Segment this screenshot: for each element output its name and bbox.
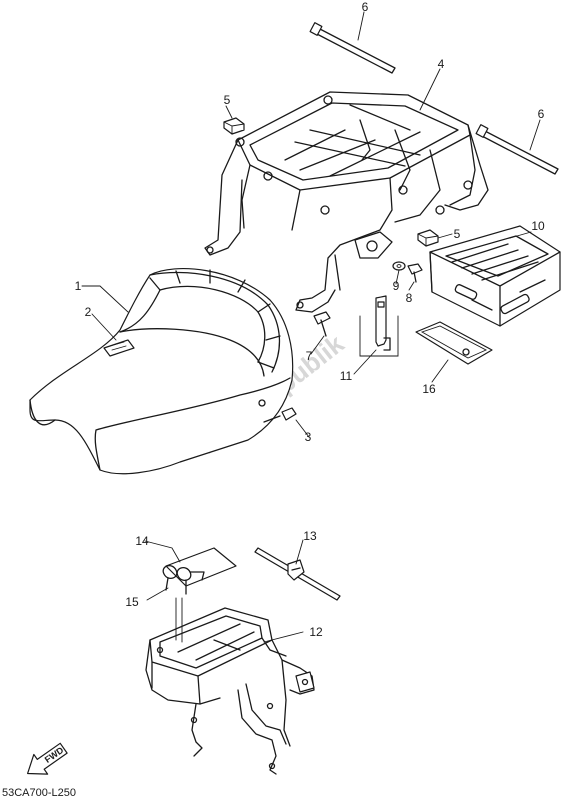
washer-9[interactable]: [392, 261, 406, 271]
callout-12: 12: [309, 625, 323, 639]
callout-6-top: 6: [362, 0, 369, 14]
callout-10: 10: [531, 219, 545, 233]
spring-15[interactable]: [162, 564, 205, 595]
callout-3: 3: [305, 430, 312, 444]
plate-16[interactable]: [415, 321, 493, 365]
callout-8: 8: [406, 291, 413, 305]
callout-5-right: 5: [454, 227, 461, 241]
callout-11: 11: [340, 369, 353, 383]
spring-15-reference-lines: [175, 597, 183, 643]
damper-5-right[interactable]: [417, 229, 439, 247]
lower-carrier-12[interactable]: [145, 607, 315, 775]
callout-2: 2: [85, 305, 92, 319]
callout-13: 13: [303, 529, 317, 543]
callout-9: 9: [393, 279, 400, 293]
callout-14: 14: [135, 534, 149, 548]
seat-1[interactable]: [29, 267, 294, 475]
strap-13[interactable]: [254, 547, 341, 601]
storage-box-10[interactable]: [429, 225, 561, 327]
strap-6-right[interactable]: [475, 124, 559, 175]
callout-16: 16: [422, 382, 436, 396]
bolt-7[interactable]: [313, 311, 331, 337]
forward-direction-arrow: FWD: [27, 742, 68, 775]
callout-5-left: 5: [224, 93, 231, 107]
bracket-11-reference-lines: [359, 315, 399, 357]
callout-labels: 1 2 3 4 5 5 6 6 7 8 9 10 11 12 13 14 15 …: [75, 0, 545, 639]
callout-6-right: 6: [538, 107, 545, 121]
callout-7: 7: [306, 349, 313, 363]
callout-4: 4: [438, 57, 445, 71]
leader-lines: [81, 11, 541, 643]
diagram-code: 53CA700-L250: [2, 787, 76, 799]
bracket-11[interactable]: [375, 295, 391, 351]
callout-1: 1: [75, 279, 82, 293]
bolt-3[interactable]: [263, 407, 297, 423]
plate-14[interactable]: [165, 547, 237, 587]
damper-5-left[interactable]: [223, 117, 245, 135]
strap-6-top[interactable]: [309, 22, 396, 74]
bolt-8[interactable]: [407, 263, 423, 283]
rear-carrier-4[interactable]: [204, 91, 489, 313]
callout-15: 15: [125, 595, 139, 609]
